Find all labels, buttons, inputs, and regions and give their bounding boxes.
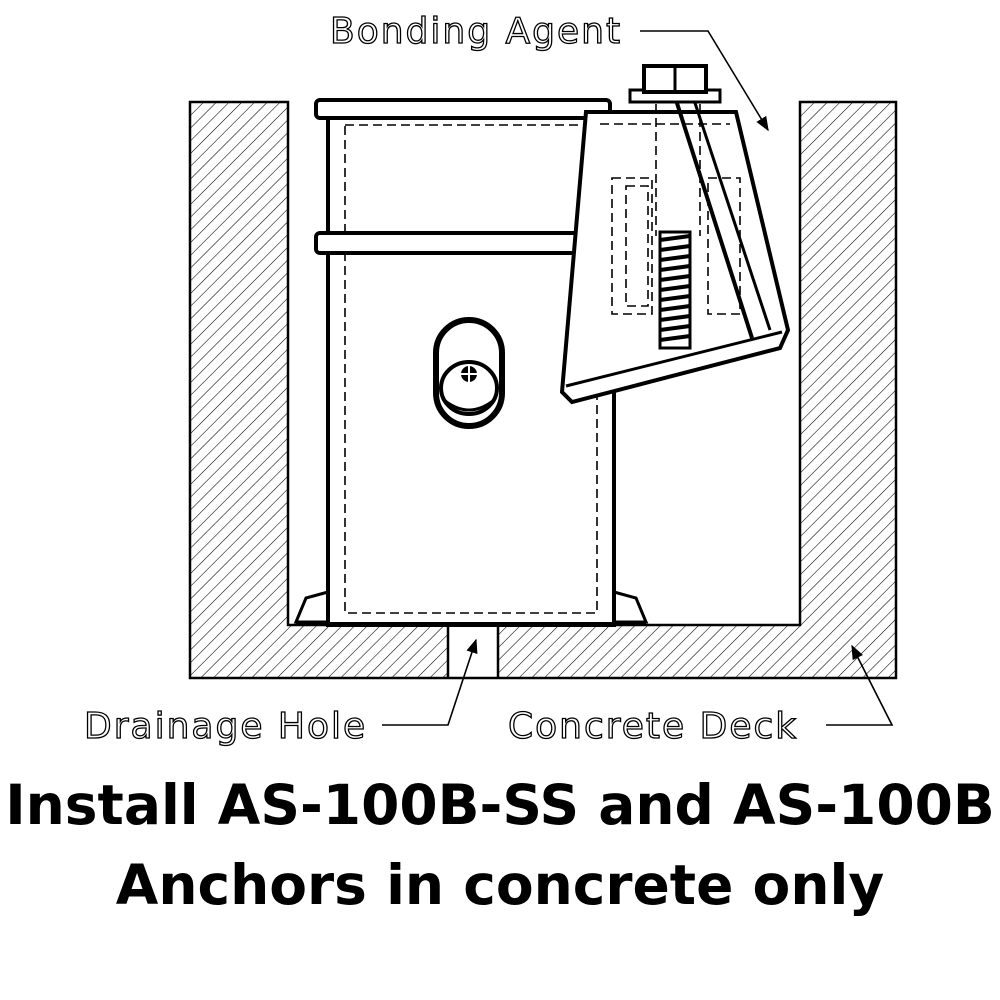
cam-lock	[433, 317, 505, 429]
caption-line-1: Install AS-100B-SS and AS-100B	[5, 773, 995, 837]
concrete-deck-label: Concrete Deck	[508, 706, 798, 747]
caption-line-2: Anchors in concrete only	[115, 853, 885, 917]
concrete-deck-callout: Concrete Deck	[507, 644, 894, 748]
anchor-body	[293, 98, 649, 627]
bonding-agent-label: Bonding Agent	[330, 11, 622, 52]
bonding-agent-callout: Bonding Agent	[329, 10, 769, 132]
drainage-hole-label: Drainage Hole	[84, 706, 367, 747]
wedge-clamp	[559, 64, 791, 405]
drainage-hole-callout: Drainage Hole	[83, 638, 478, 748]
